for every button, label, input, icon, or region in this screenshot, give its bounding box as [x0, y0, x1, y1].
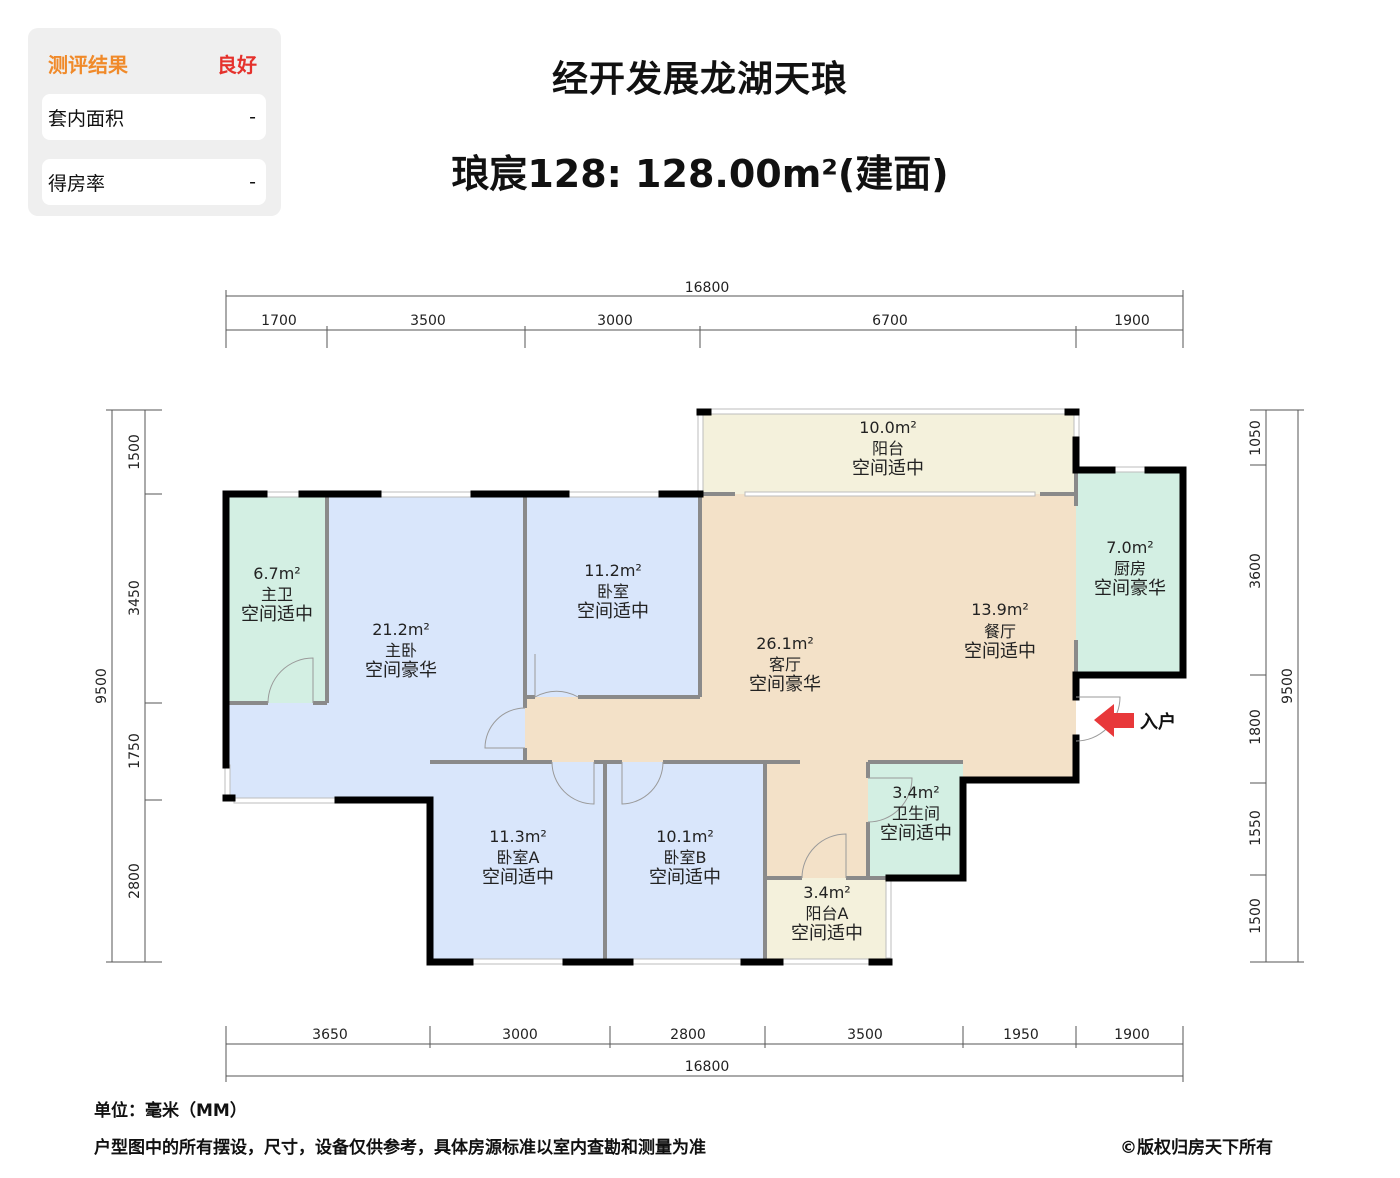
svg-text:空间适中: 空间适中	[577, 601, 649, 622]
dim-right-total: 9500	[1280, 668, 1296, 704]
room-master-bedroom: 21.2m² 主卧 空间豪华	[365, 620, 437, 681]
svg-text:卧室B: 卧室B	[664, 848, 707, 867]
dim-left-seg: 3450	[127, 580, 143, 616]
dim-top-total: 16800	[685, 280, 730, 296]
dimension-left	[106, 409, 162, 963]
dim-bottom-seg: 3500	[847, 1027, 883, 1043]
dimension-top-labels: 16800 1700 3500 3000 6700 1900	[261, 280, 1150, 329]
evaluation-result-value: 良好	[217, 52, 257, 77]
svg-text:空间适中: 空间适中	[880, 823, 952, 844]
svg-text:卧室: 卧室	[597, 582, 629, 601]
copyright: ©版权归房天下所有	[1120, 1138, 1273, 1158]
inner-area-row: 套内面积 -	[42, 94, 266, 140]
evaluation-result: 测评结果 良好	[48, 48, 257, 78]
dimension-right-labels: 1050 3600 1800 1550 1500 9500	[1248, 420, 1296, 934]
dim-right-seg: 1550	[1248, 810, 1264, 846]
room-labels: 10.0m² 阳台 空间适中 6.7m² 主卫 空间适中 21.2m² 主卧 空…	[241, 418, 1166, 944]
dimension-bottom	[225, 1026, 1184, 1082]
dim-right-seg: 1050	[1248, 420, 1264, 456]
dimension-left-labels: 9500 1500 3450 1750 2800	[94, 434, 143, 899]
room-bedroom: 11.2m² 卧室 空间适中	[577, 561, 649, 622]
dim-top-seg: 3500	[410, 313, 446, 329]
dim-bottom-seg: 3650	[312, 1027, 348, 1043]
efficiency-rate-label: 得房率	[48, 172, 106, 195]
dim-top-seg: 1700	[261, 313, 297, 329]
entrance-label: 入户	[1140, 711, 1176, 733]
svg-text:空间适中: 空间适中	[241, 604, 313, 625]
svg-text:11.3m²: 11.3m²	[489, 827, 547, 846]
room-balcony: 10.0m² 阳台 空间适中	[852, 418, 924, 479]
door-swings	[267, 654, 1121, 879]
svg-text:卧室A: 卧室A	[497, 848, 540, 867]
svg-text:3.4m²: 3.4m²	[803, 883, 850, 902]
room-bedroom-a: 11.3m² 卧室A 空间适中	[482, 827, 554, 888]
room-balcony-a: 3.4m² 阳台A 空间适中	[791, 883, 863, 944]
dim-top-seg: 3000	[597, 313, 633, 329]
dim-top-seg: 1900	[1114, 313, 1150, 329]
svg-text:10.1m²: 10.1m²	[656, 827, 714, 846]
dim-bottom-seg: 3000	[502, 1027, 538, 1043]
entrance-arrow-icon	[1094, 704, 1134, 737]
room-kitchen: 7.0m² 厨房 空间豪华	[1094, 538, 1166, 599]
unit-title: 琅宸128: 128.00m²(建面)	[451, 152, 949, 196]
svg-text:空间适中: 空间适中	[791, 923, 863, 944]
svg-text:阳台A: 阳台A	[806, 904, 849, 923]
svg-text:13.9m²: 13.9m²	[971, 600, 1029, 619]
svg-text:26.1m²: 26.1m²	[756, 634, 814, 653]
svg-text:厨房: 厨房	[1114, 559, 1146, 578]
room-master-bath: 6.7m² 主卫 空间适中	[241, 564, 313, 625]
dim-left-seg: 1500	[127, 434, 143, 470]
svg-text:空间适中: 空间适中	[649, 867, 721, 888]
dim-bottom-seg: 1950	[1003, 1027, 1039, 1043]
inner-area-value: -	[249, 106, 256, 128]
dim-left-seg: 2800	[127, 863, 143, 899]
dimension-top	[225, 290, 1184, 348]
svg-text:空间适中: 空间适中	[964, 641, 1036, 662]
svg-text:客厅: 客厅	[769, 655, 801, 674]
room-living-room: 26.1m² 客厅 空间豪华	[749, 634, 821, 695]
svg-text:主卫: 主卫	[261, 585, 293, 604]
unit-note: 单位：毫米（MM）	[94, 1101, 247, 1121]
svg-text:空间适中: 空间适中	[482, 867, 554, 888]
entrance-marker: 入户	[1094, 704, 1176, 737]
svg-text:3.4m²: 3.4m²	[892, 783, 939, 802]
svg-text:空间豪华: 空间豪华	[1094, 578, 1166, 599]
efficiency-rate-row: 得房率 -	[42, 159, 266, 205]
partition-walls	[228, 472, 1078, 962]
dim-bottom-seg: 2800	[670, 1027, 706, 1043]
dim-bottom-seg: 1900	[1114, 1027, 1150, 1043]
dim-bottom-total: 16800	[685, 1059, 730, 1075]
svg-text:主卧: 主卧	[385, 641, 417, 660]
dim-right-seg: 1800	[1248, 709, 1264, 745]
svg-text:21.2m²: 21.2m²	[372, 620, 430, 639]
svg-text:10.0m²: 10.0m²	[859, 418, 917, 437]
svg-text:11.2m²: 11.2m²	[584, 561, 642, 580]
inner-area-label: 套内面积	[48, 107, 125, 130]
svg-text:空间适中: 空间适中	[852, 458, 924, 479]
svg-text:6.7m²: 6.7m²	[253, 564, 300, 583]
svg-text:7.0m²: 7.0m²	[1106, 538, 1153, 557]
dim-right-seg: 1500	[1248, 898, 1264, 934]
room-dining-room: 13.9m² 餐厅 空间适中	[964, 600, 1036, 662]
disclaimer: 户型图中的所有摆设，尺寸，设备仅供参考，具体房源标准以室内查勘和测量为准	[94, 1138, 706, 1158]
dimension-bottom-labels: 3650 3000 2800 3500 1950 1900 16800	[312, 1027, 1150, 1075]
room-fills	[228, 412, 1183, 962]
svg-text:阳台: 阳台	[872, 439, 904, 458]
dim-left-total: 9500	[94, 668, 110, 704]
room-bedroom-b: 10.1m² 卧室B 空间适中	[649, 827, 721, 888]
svg-text:餐厅: 餐厅	[984, 622, 1016, 641]
svg-text:空间豪华: 空间豪华	[749, 674, 821, 695]
dim-left-seg: 1750	[127, 733, 143, 769]
exterior-walls	[222, 408, 1187, 966]
svg-text:空间豪华: 空间豪华	[365, 660, 437, 681]
dim-right-seg: 3600	[1248, 553, 1264, 589]
room-bathroom: 3.4m² 卫生间 空间适中	[880, 783, 952, 844]
project-title: 经开发展龙湖天琅	[551, 59, 848, 100]
efficiency-rate-value: -	[249, 171, 256, 193]
dim-top-seg: 6700	[872, 313, 908, 329]
dimension-right	[1250, 409, 1304, 963]
svg-text:卫生间: 卫生间	[892, 804, 940, 823]
evaluation-card: 测评结果 良好 套内面积 - 得房率 -	[28, 28, 281, 216]
evaluation-result-label: 测评结果	[48, 52, 128, 77]
